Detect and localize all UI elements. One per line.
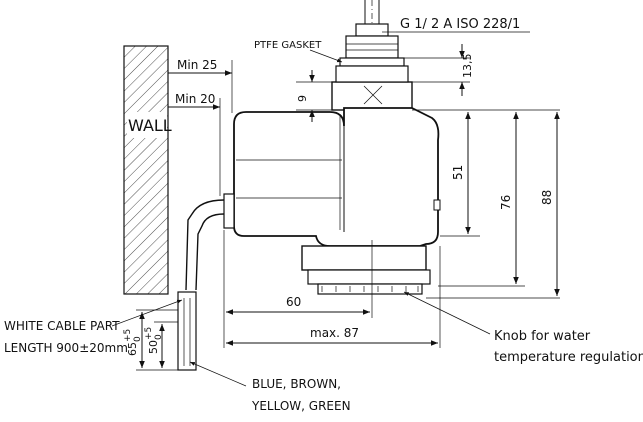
min20-label: Min 20 — [175, 92, 215, 106]
knob — [301, 245, 431, 295]
dim-50: 50 — [147, 340, 160, 354]
dim-65: 65 — [126, 342, 139, 356]
width-dims: 60 max. 87 — [223, 230, 441, 348]
wall: WALL — [123, 45, 172, 295]
knob-line1: Knob for water — [494, 329, 591, 344]
min25-label: Min 25 — [177, 58, 217, 72]
cable-part-line1: WHITE CABLE PART — [4, 319, 120, 333]
thread-spec: G 1/ 2 A ISO 228/1 — [400, 17, 520, 32]
cable-part-callout: WHITE CABLE PART LENGTH 900±20mm — [4, 299, 183, 355]
min-clearance-dims: Min 25 Min 20 — [168, 58, 233, 196]
dim-50-tol: +5 — [144, 327, 154, 340]
dim-50-tol-low: 0 — [154, 334, 164, 340]
dim-60: 60 — [286, 295, 301, 309]
dim-51: 51 — [451, 165, 465, 180]
dim-9: 9 — [296, 95, 309, 102]
cable-part-line2: LENGTH 900±20mm — [4, 341, 128, 355]
height-dims: 51 76 88 — [412, 109, 560, 299]
inlet-fitting — [331, 0, 413, 111]
gasket-callout: PTFE GASKET — [254, 40, 343, 63]
knob-line2: temperature regulation — [494, 350, 643, 365]
heater-body — [223, 107, 441, 247]
dim-65-tol: +5 — [123, 329, 133, 342]
knob-grooves — [321, 286, 419, 292]
dim-13-5: 13,5 — [461, 54, 474, 79]
cable — [177, 199, 225, 371]
wall-label: WALL — [128, 116, 172, 135]
wires-callout: BLUE, BROWN, YELLOW, GREEN — [189, 361, 351, 413]
thread-callout: G 1/ 2 A ISO 228/1 — [382, 17, 530, 33]
dim-76: 76 — [499, 195, 513, 210]
cable-dims: 65 +5 0 50 +5 0 — [123, 309, 178, 371]
dim-max87: max. 87 — [310, 326, 359, 340]
wires-line2: YELLOW, GREEN — [251, 399, 351, 413]
dim-65-tol-low: 0 — [133, 336, 143, 342]
dim-88: 88 — [540, 190, 554, 205]
knob-callout: Knob for water temperature regulation — [403, 291, 643, 365]
fitting-dims: 13,5 9 — [296, 44, 474, 122]
gasket-label: PTFE GASKET — [254, 40, 322, 51]
wires-line1: BLUE, BROWN, — [252, 377, 341, 391]
